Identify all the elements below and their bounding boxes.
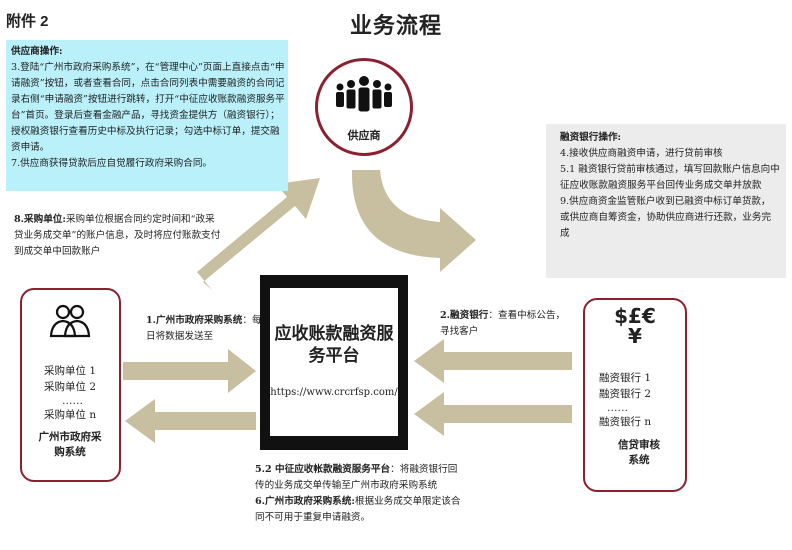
- purchaser-item: 采购单位 1: [44, 365, 97, 377]
- step-1-note: 1.广州市政府采购系统：每日将数据发送至: [146, 313, 264, 345]
- bank-ops-heading: 融资银行操作:: [560, 132, 622, 143]
- bank-item: 融资银行 1: [599, 372, 652, 384]
- step-8-note: 8.采购单位:采购单位根据合同约定时间和“政采贷业务成交单”的账户信息，及时将应…: [14, 212, 224, 260]
- supplier-operations-note: 供应商操作: 3.登陆“广州市政府采购系统”，在“管理中心”页面上直接点击“申请…: [6, 40, 288, 191]
- arrow-supplier-to-platform: [351, 170, 476, 272]
- bank-item: 融资银行 2: [599, 388, 652, 400]
- purchaser-item: 采购单位 2: [44, 381, 97, 393]
- purchaser-card: 采购单位 1 采购单位 2 …… 采购单位 n 广州市政府采购系统: [20, 288, 121, 482]
- page-title: 业务流程: [349, 14, 442, 39]
- arrow-bank-to-platform-lower: [414, 392, 572, 436]
- step-6-heading: 6.广州市政府采购系统:: [255, 496, 355, 507]
- step-2-heading: 2.融资银行: [440, 310, 489, 321]
- step-5-2-heading: 5.2 中征应收帐款融资服务平台: [255, 464, 391, 475]
- step-8-heading: 8.采购单位:: [14, 214, 66, 225]
- bank-step-9: 9.供应商资金监管账户收到已融资中标订单货款，或供应商自筹资金，协助供应商进行还…: [560, 196, 772, 239]
- step-2-text: ：查看中标公告，寻找客户: [440, 310, 566, 337]
- supplier-step-3: 3.登陆“广州市政府采购系统”，在“管理中心”页面上直接点击“申请融资”按钮，或…: [11, 62, 285, 153]
- bank-operations-note: 融资银行操作: 4.接收供应商融资申请，进行贷前审核 5.1 融资银行贷前审核通…: [546, 124, 786, 278]
- supplier-ops-heading: 供应商操作:: [11, 46, 63, 57]
- bank-item: ……: [607, 402, 628, 414]
- platform-title: 应收账款融资服务平台: [274, 324, 394, 366]
- bank-step-5-1: 5.1 融资银行贷前审核通过，填写回款账户信息向中征应收账款融资服务平台回传业务…: [560, 164, 780, 191]
- arrow-platform-to-system: [125, 399, 256, 443]
- group-people-icon: [336, 76, 392, 112]
- supplier-label: 供应商: [347, 129, 381, 142]
- step-5-2-and-6-note: 5.2 中征应收帐款融资服务平台：将融资银行回传的业务成交单传输至广州市政府采购…: [255, 462, 465, 526]
- step-1-text: ：每日将数据发送至: [146, 315, 262, 342]
- supplier-step-7: 7.供应商获得贷款后应自觉履行政府采购合同。: [11, 158, 213, 169]
- arrow-purchaser-to-supplier: [197, 178, 320, 290]
- step-1-heading: 1.广州市政府采购系统: [146, 315, 243, 326]
- step-8-text: 采购单位根据合同约定时间和“政采贷业务成交单”的账户信息，及时将应付账款支付到成…: [14, 214, 221, 257]
- bank-item: 融资银行 n: [599, 416, 652, 428]
- step-2-note: 2.融资银行：查看中标公告，寻找客户: [440, 308, 570, 340]
- supplier-node: 供应商: [315, 58, 413, 156]
- purchaser-item: ……: [62, 395, 83, 407]
- arrow-bank-to-platform-upper: [414, 339, 572, 383]
- platform-node: 应收账款融资服务平台 https://www.crcrfsp.com/: [260, 275, 408, 450]
- bank-step-4: 4.接收供应商融资申请，进行贷前审核: [560, 148, 723, 159]
- step-5-2-text: ：将融资银行回传的业务成交单传输至广州市政府采购系统: [255, 464, 458, 491]
- bank-card: $£€¥ 融资银行 1 融资银行 2 …… 融资银行 n 信贷审核系统: [583, 298, 687, 492]
- purchaser-system-label: 广州市政府采购系统: [38, 431, 102, 458]
- currency-symbols-icon: $£€¥: [614, 304, 656, 348]
- step-6-text: 根据业务成交单限定该合同不可用于重复申请融资。: [255, 496, 461, 523]
- purchaser-item: 采购单位 n: [44, 409, 97, 421]
- bank-system-label: 信贷审核系统: [618, 439, 660, 466]
- arrow-system-to-platform: [123, 349, 256, 393]
- two-users-icon: [49, 304, 91, 338]
- platform-url: https://www.crcrfsp.com/: [270, 387, 398, 398]
- attachment-label: 附件 2: [6, 13, 49, 30]
